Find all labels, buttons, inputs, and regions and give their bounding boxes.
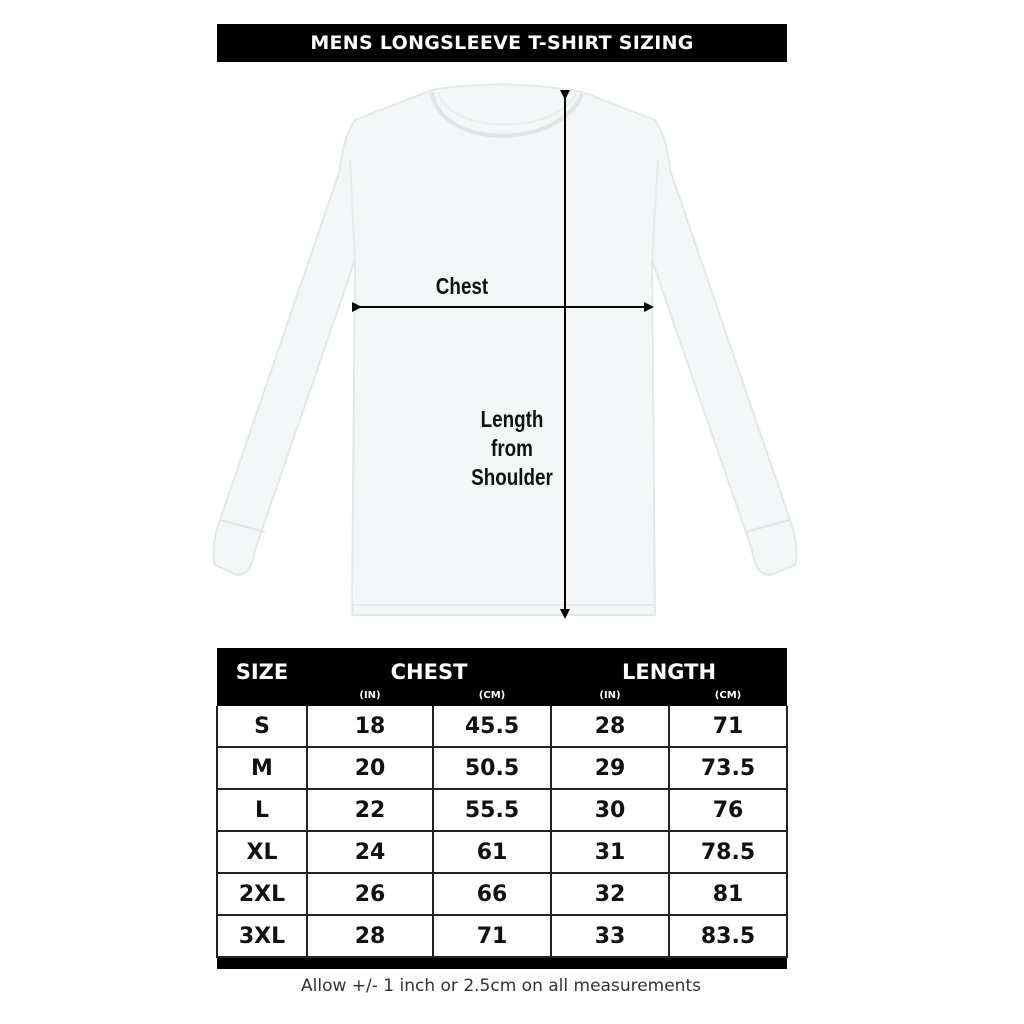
size-cell: M [216,746,308,790]
table-row: 2XL 26 66 32 81 [216,872,789,916]
length-cm-cell: 71 [667,706,789,748]
unit-subheader: (IN) [307,684,433,706]
unit-subheader: (CM) [433,684,551,706]
length-header: LENGTH [551,648,788,684]
length-in-cell: 32 [550,872,670,916]
length-in-cell: 31 [550,830,670,874]
table-row: M 20 50.5 29 73.5 [216,746,789,790]
table-row: XL 24 61 31 78.5 [216,830,789,874]
size-cell: L [216,788,308,832]
length-cm-cell: 76 [667,788,789,832]
length-label: Length from Shoulder [463,405,561,492]
table-row: 3XL 28 71 33 83.5 [216,914,789,958]
size-chart-table: SIZE CHEST LENGTH (IN) (CM) (IN) (CM) S … [216,648,789,969]
chest-cm-cell: 55.5 [432,788,552,832]
size-cell: 2XL [216,872,308,916]
chest-in-cell: 26 [306,872,434,916]
shirt-diagram: Chest Length from Shoulder [200,80,820,640]
length-cm-cell: 81 [667,872,789,916]
shirt-illustration [212,82,798,619]
blank-subheader [217,684,307,706]
chest-header: CHEST [307,648,551,684]
shirt-body [212,82,798,616]
chest-cm-cell: 66 [432,872,552,916]
length-in-cell: 30 [550,788,670,832]
chest-cm-cell: 50.5 [432,746,552,790]
length-cm-cell: 78.5 [667,830,789,874]
length-cm-cell: 73.5 [667,746,789,790]
chest-cm-cell: 71 [432,914,552,958]
chest-cm-cell: 45.5 [432,706,552,748]
length-in-cell: 33 [550,914,670,958]
chest-in-cell: 24 [306,830,434,874]
unit-subheader: (CM) [669,684,788,706]
page-title: MENS LONGSLEEVE T-SHIRT SIZING [217,24,787,62]
size-cell: XL [216,830,308,874]
table-row: L 22 55.5 30 76 [216,788,789,832]
unit-subheader: (IN) [551,684,669,706]
length-in-cell: 28 [550,706,670,748]
length-label-line: Length [480,406,544,432]
length-label-line: from [491,435,533,461]
size-cell: S [216,706,308,748]
chest-in-cell: 22 [306,788,434,832]
chest-in-cell: 28 [306,914,434,958]
measurement-tolerance-note: Allow +/- 1 inch or 2.5cm on all measure… [301,976,701,996]
size-cell: 3XL [216,914,308,958]
length-label-line: Shoulder [471,464,553,490]
table-bottom-bar [217,957,788,969]
size-header: SIZE [217,648,307,684]
chest-label: Chest [435,273,489,299]
chest-in-cell: 18 [306,706,434,748]
length-cm-cell: 83.5 [667,914,789,958]
table-row: S 18 45.5 28 71 [216,706,789,748]
chest-in-cell: 20 [306,746,434,790]
length-in-cell: 29 [550,746,670,790]
chest-cm-cell: 61 [432,830,552,874]
